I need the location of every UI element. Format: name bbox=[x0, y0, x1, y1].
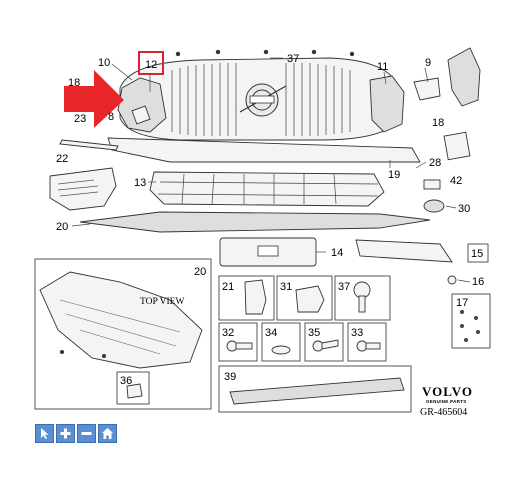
callout-19: 19 bbox=[388, 169, 400, 181]
trim-39[interactable] bbox=[229, 377, 405, 405]
bolt-33[interactable] bbox=[356, 340, 381, 352]
cover-30[interactable] bbox=[423, 199, 445, 213]
callout-34: 34 bbox=[265, 327, 277, 339]
fog-surround-22[interactable] bbox=[49, 167, 117, 211]
document-number: GR-465604 bbox=[420, 407, 467, 418]
screw-35[interactable] bbox=[312, 339, 339, 352]
callout-21: 21 bbox=[222, 281, 234, 293]
box-15 bbox=[467, 243, 489, 263]
viewer-toolbar bbox=[35, 424, 117, 443]
callout-36: 36 bbox=[120, 375, 132, 387]
brand-logo-text: VOLVO bbox=[422, 384, 473, 399]
grille-bracket-left[interactable] bbox=[117, 77, 167, 133]
nut-16[interactable] bbox=[447, 275, 457, 285]
lower-grille-13[interactable] bbox=[149, 171, 385, 207]
screw-set-17[interactable] bbox=[460, 310, 480, 342]
callout-30: 30 bbox=[458, 203, 470, 215]
home-icon[interactable] bbox=[98, 424, 117, 443]
push-clip-37[interactable] bbox=[353, 281, 371, 313]
callout-15: 15 bbox=[471, 248, 483, 260]
callout-10: 10 bbox=[98, 57, 110, 69]
screw-set-37[interactable] bbox=[175, 49, 355, 57]
spoiler-20[interactable] bbox=[79, 211, 431, 233]
callout-32: 32 bbox=[222, 327, 234, 339]
screw-32[interactable] bbox=[226, 340, 253, 352]
callout-22: 22 bbox=[56, 153, 68, 165]
callout-18-left: 18 bbox=[68, 77, 80, 89]
grille-bracket-right[interactable] bbox=[369, 75, 405, 133]
zoom-out-icon[interactable] bbox=[77, 424, 96, 443]
box-17 bbox=[451, 293, 491, 349]
underbody-shield[interactable] bbox=[39, 271, 203, 369]
clip-28[interactable] bbox=[423, 179, 441, 190]
callout-16: 16 bbox=[472, 276, 484, 288]
side-bracket-right[interactable] bbox=[447, 47, 481, 107]
callout-8: 8 bbox=[108, 111, 114, 123]
plate-42[interactable] bbox=[443, 131, 471, 161]
callout-17: 17 bbox=[456, 297, 468, 309]
callout-39: 39 bbox=[224, 371, 236, 383]
callout-31: 31 bbox=[280, 281, 292, 293]
select-pointer-icon[interactable] bbox=[35, 424, 54, 443]
callout-28: 28 bbox=[429, 157, 441, 169]
callout-37-box: 37 bbox=[338, 281, 350, 293]
callout-37-top: 37 bbox=[287, 53, 299, 65]
top-view-label: TOP VIEW bbox=[140, 297, 184, 307]
callout-13: 13 bbox=[134, 177, 146, 189]
bumper-beam[interactable] bbox=[107, 137, 421, 163]
pointer-arrow bbox=[64, 70, 124, 128]
bracket-14[interactable] bbox=[219, 237, 317, 267]
callout-12: 12 bbox=[145, 59, 157, 71]
callout-33: 33 bbox=[351, 327, 363, 339]
callout-23: 23 bbox=[74, 113, 86, 125]
clip-9[interactable] bbox=[413, 77, 441, 101]
callout-18-right: 18 bbox=[432, 117, 444, 129]
callout-20-box: 20 bbox=[194, 266, 206, 278]
zoom-in-icon[interactable] bbox=[56, 424, 75, 443]
support-15[interactable] bbox=[355, 239, 453, 263]
washer-34[interactable] bbox=[271, 345, 291, 355]
callout-42: 42 bbox=[450, 175, 462, 187]
callout-14: 14 bbox=[331, 247, 343, 259]
clip-36[interactable] bbox=[126, 383, 143, 399]
callout-35: 35 bbox=[308, 327, 320, 339]
clip-21[interactable] bbox=[244, 279, 267, 315]
callout-11: 11 bbox=[377, 61, 388, 73]
brand-subtitle: GENUINE PARTS bbox=[426, 399, 467, 404]
callout-20-top: 20 bbox=[56, 221, 68, 233]
grille-assembly[interactable] bbox=[119, 57, 399, 141]
highlight-box-12 bbox=[138, 51, 164, 75]
grommet-31[interactable] bbox=[295, 285, 325, 313]
callout-9: 9 bbox=[425, 57, 431, 69]
trim-strip-23[interactable] bbox=[59, 139, 119, 151]
